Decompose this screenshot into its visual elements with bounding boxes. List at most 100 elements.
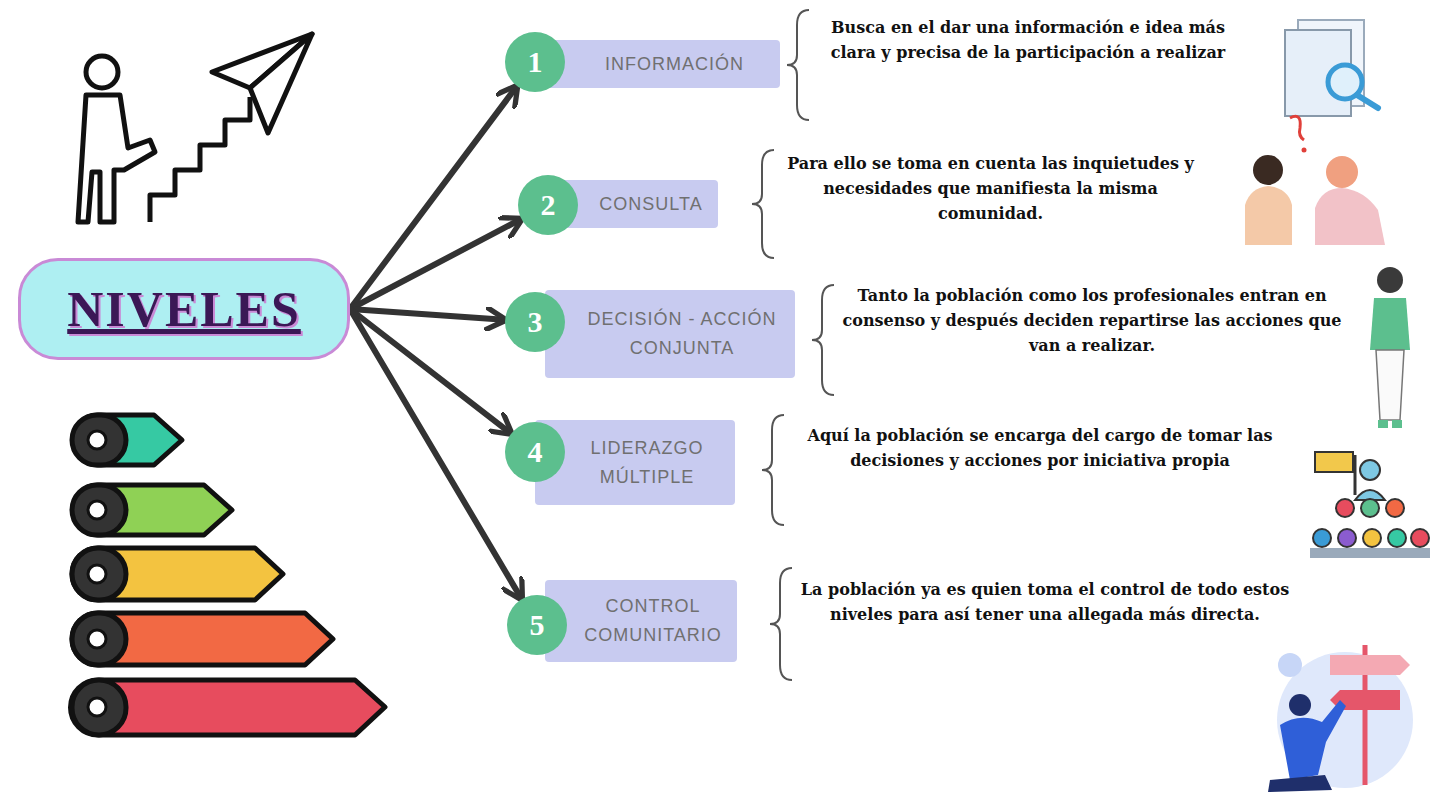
woman-icon-part <box>1378 420 1388 428</box>
group-leadership-icon-part <box>1388 529 1406 547</box>
signpost-icon-part <box>1280 700 1346 780</box>
level-label-box: CONTROL COMUNITARIO <box>545 580 737 662</box>
number-circle-fill <box>518 175 578 235</box>
number-circle: 4 <box>504 421 566 483</box>
group-leadership-icon-part <box>1363 529 1381 547</box>
level-bars-part <box>72 548 283 600</box>
stairs-icon <box>78 34 312 222</box>
group-leadership-icon-part <box>1361 499 1379 517</box>
brackets-part <box>770 568 792 680</box>
level-label-box: LIDERAZGO MÚLTIPLE <box>535 420 735 505</box>
consultation-icon-part <box>1326 156 1358 188</box>
level-bars-part <box>72 613 126 665</box>
level-bars-part <box>88 630 106 648</box>
document-search-icon <box>1285 20 1378 116</box>
level-description: Para ello se toma en cuenta las inquietu… <box>778 152 1203 226</box>
group-leadership-icon-part <box>1386 499 1404 517</box>
signpost-icon-part <box>1277 652 1413 788</box>
brackets-part <box>762 415 784 525</box>
woman-icon <box>1370 267 1410 428</box>
step-number: 1 <box>528 47 543 77</box>
stairs-icon-part <box>86 56 118 88</box>
level-description: Aquí la población se encarga del cargo d… <box>790 424 1290 474</box>
level-label-box: INFORMACIÓN <box>545 40 780 88</box>
step-number: 5 <box>530 610 545 640</box>
level-bars-part <box>73 485 232 535</box>
consultation-icon-part <box>1302 148 1307 153</box>
stairs-icon-part <box>78 95 155 222</box>
level-label-box: DECISIÓN - ACCIÓN CONJUNTA <box>545 290 795 378</box>
branch-arrow <box>350 309 504 320</box>
stairs-icon-part <box>150 97 250 222</box>
brackets-part <box>812 285 834 395</box>
level-description: Busca en el dar una información e idea m… <box>808 16 1248 66</box>
group-leadership-icon-part <box>1360 460 1380 480</box>
step-number: 3 <box>528 307 543 337</box>
number-circle-fill <box>505 292 565 352</box>
number-circle: 3 <box>504 291 566 353</box>
level-bars-part <box>72 485 126 535</box>
consultation-icon-part <box>1315 188 1385 245</box>
woman-icon-part <box>1392 420 1402 428</box>
group-leadership-icon-part <box>1313 529 1331 547</box>
level-bars-part <box>72 415 126 465</box>
woman-icon-part <box>1377 267 1403 293</box>
central-box: NIVELES <box>18 258 350 360</box>
group-leadership-icon-part <box>1411 529 1429 547</box>
brackets-part <box>752 150 774 258</box>
level-bars-part <box>71 680 386 735</box>
level-bars-part <box>88 501 106 519</box>
level-bars <box>71 415 386 735</box>
branch-arrow <box>350 309 510 433</box>
number-circle: 5 <box>506 594 568 656</box>
level-bars-part <box>88 698 106 716</box>
group-leadership-icon-part <box>1338 529 1356 547</box>
main-title: NIVELES <box>67 284 301 334</box>
level-bars-part <box>88 431 106 449</box>
consultation-icon-part <box>1253 155 1283 185</box>
number-circle-fill <box>505 422 565 482</box>
level-bars-part <box>72 548 126 600</box>
level-name: LIDERAZGO MÚLTIPLE <box>569 434 725 492</box>
level-bars-part <box>72 680 126 735</box>
group-leadership-icon-part <box>1315 452 1353 472</box>
number-circle-fill <box>505 32 565 92</box>
level-name: DECISIÓN - ACCIÓN CONJUNTA <box>579 305 785 363</box>
level-name: INFORMACIÓN <box>605 50 744 79</box>
consultation-icon-part <box>1245 186 1292 245</box>
level-bars-part <box>72 613 333 665</box>
group-leadership-icon <box>1310 452 1430 558</box>
signpost-icon <box>1268 645 1413 792</box>
level-description: La población ya es quien toma el control… <box>795 578 1295 628</box>
signpost-icon-part <box>1278 653 1302 677</box>
brackets-part <box>787 10 809 120</box>
step-number: 4 <box>528 437 543 467</box>
number-circle: 2 <box>517 174 579 236</box>
number-circle: 1 <box>504 31 566 93</box>
stairs-icon-part <box>250 34 312 133</box>
group-leadership-icon-part <box>1336 499 1354 517</box>
signpost-icon-part <box>1330 655 1410 675</box>
level-bars-part <box>88 565 106 583</box>
document-search-icon-part <box>1357 95 1378 108</box>
level-name: CONTROL COMUNITARIO <box>579 592 727 650</box>
group-leadership-icon-part <box>1310 548 1430 558</box>
step-number: 2 <box>541 190 556 220</box>
level-bars-part <box>73 415 182 465</box>
signpost-icon-part <box>1289 694 1311 716</box>
woman-icon-part <box>1376 350 1404 420</box>
level-label-box: CONSULTA <box>560 180 718 228</box>
branch-arrow <box>350 87 516 309</box>
level-description: Tanto la población como los profesionale… <box>832 284 1352 358</box>
branch-arrow <box>350 309 521 598</box>
number-circle-fill <box>507 595 567 655</box>
woman-icon-part <box>1370 298 1410 350</box>
consultation-icon-part <box>1290 116 1304 140</box>
consultation-icon <box>1245 116 1385 245</box>
signpost-icon-part <box>1268 775 1332 792</box>
branch-arrow <box>350 219 521 309</box>
level-name: CONSULTA <box>599 190 702 219</box>
